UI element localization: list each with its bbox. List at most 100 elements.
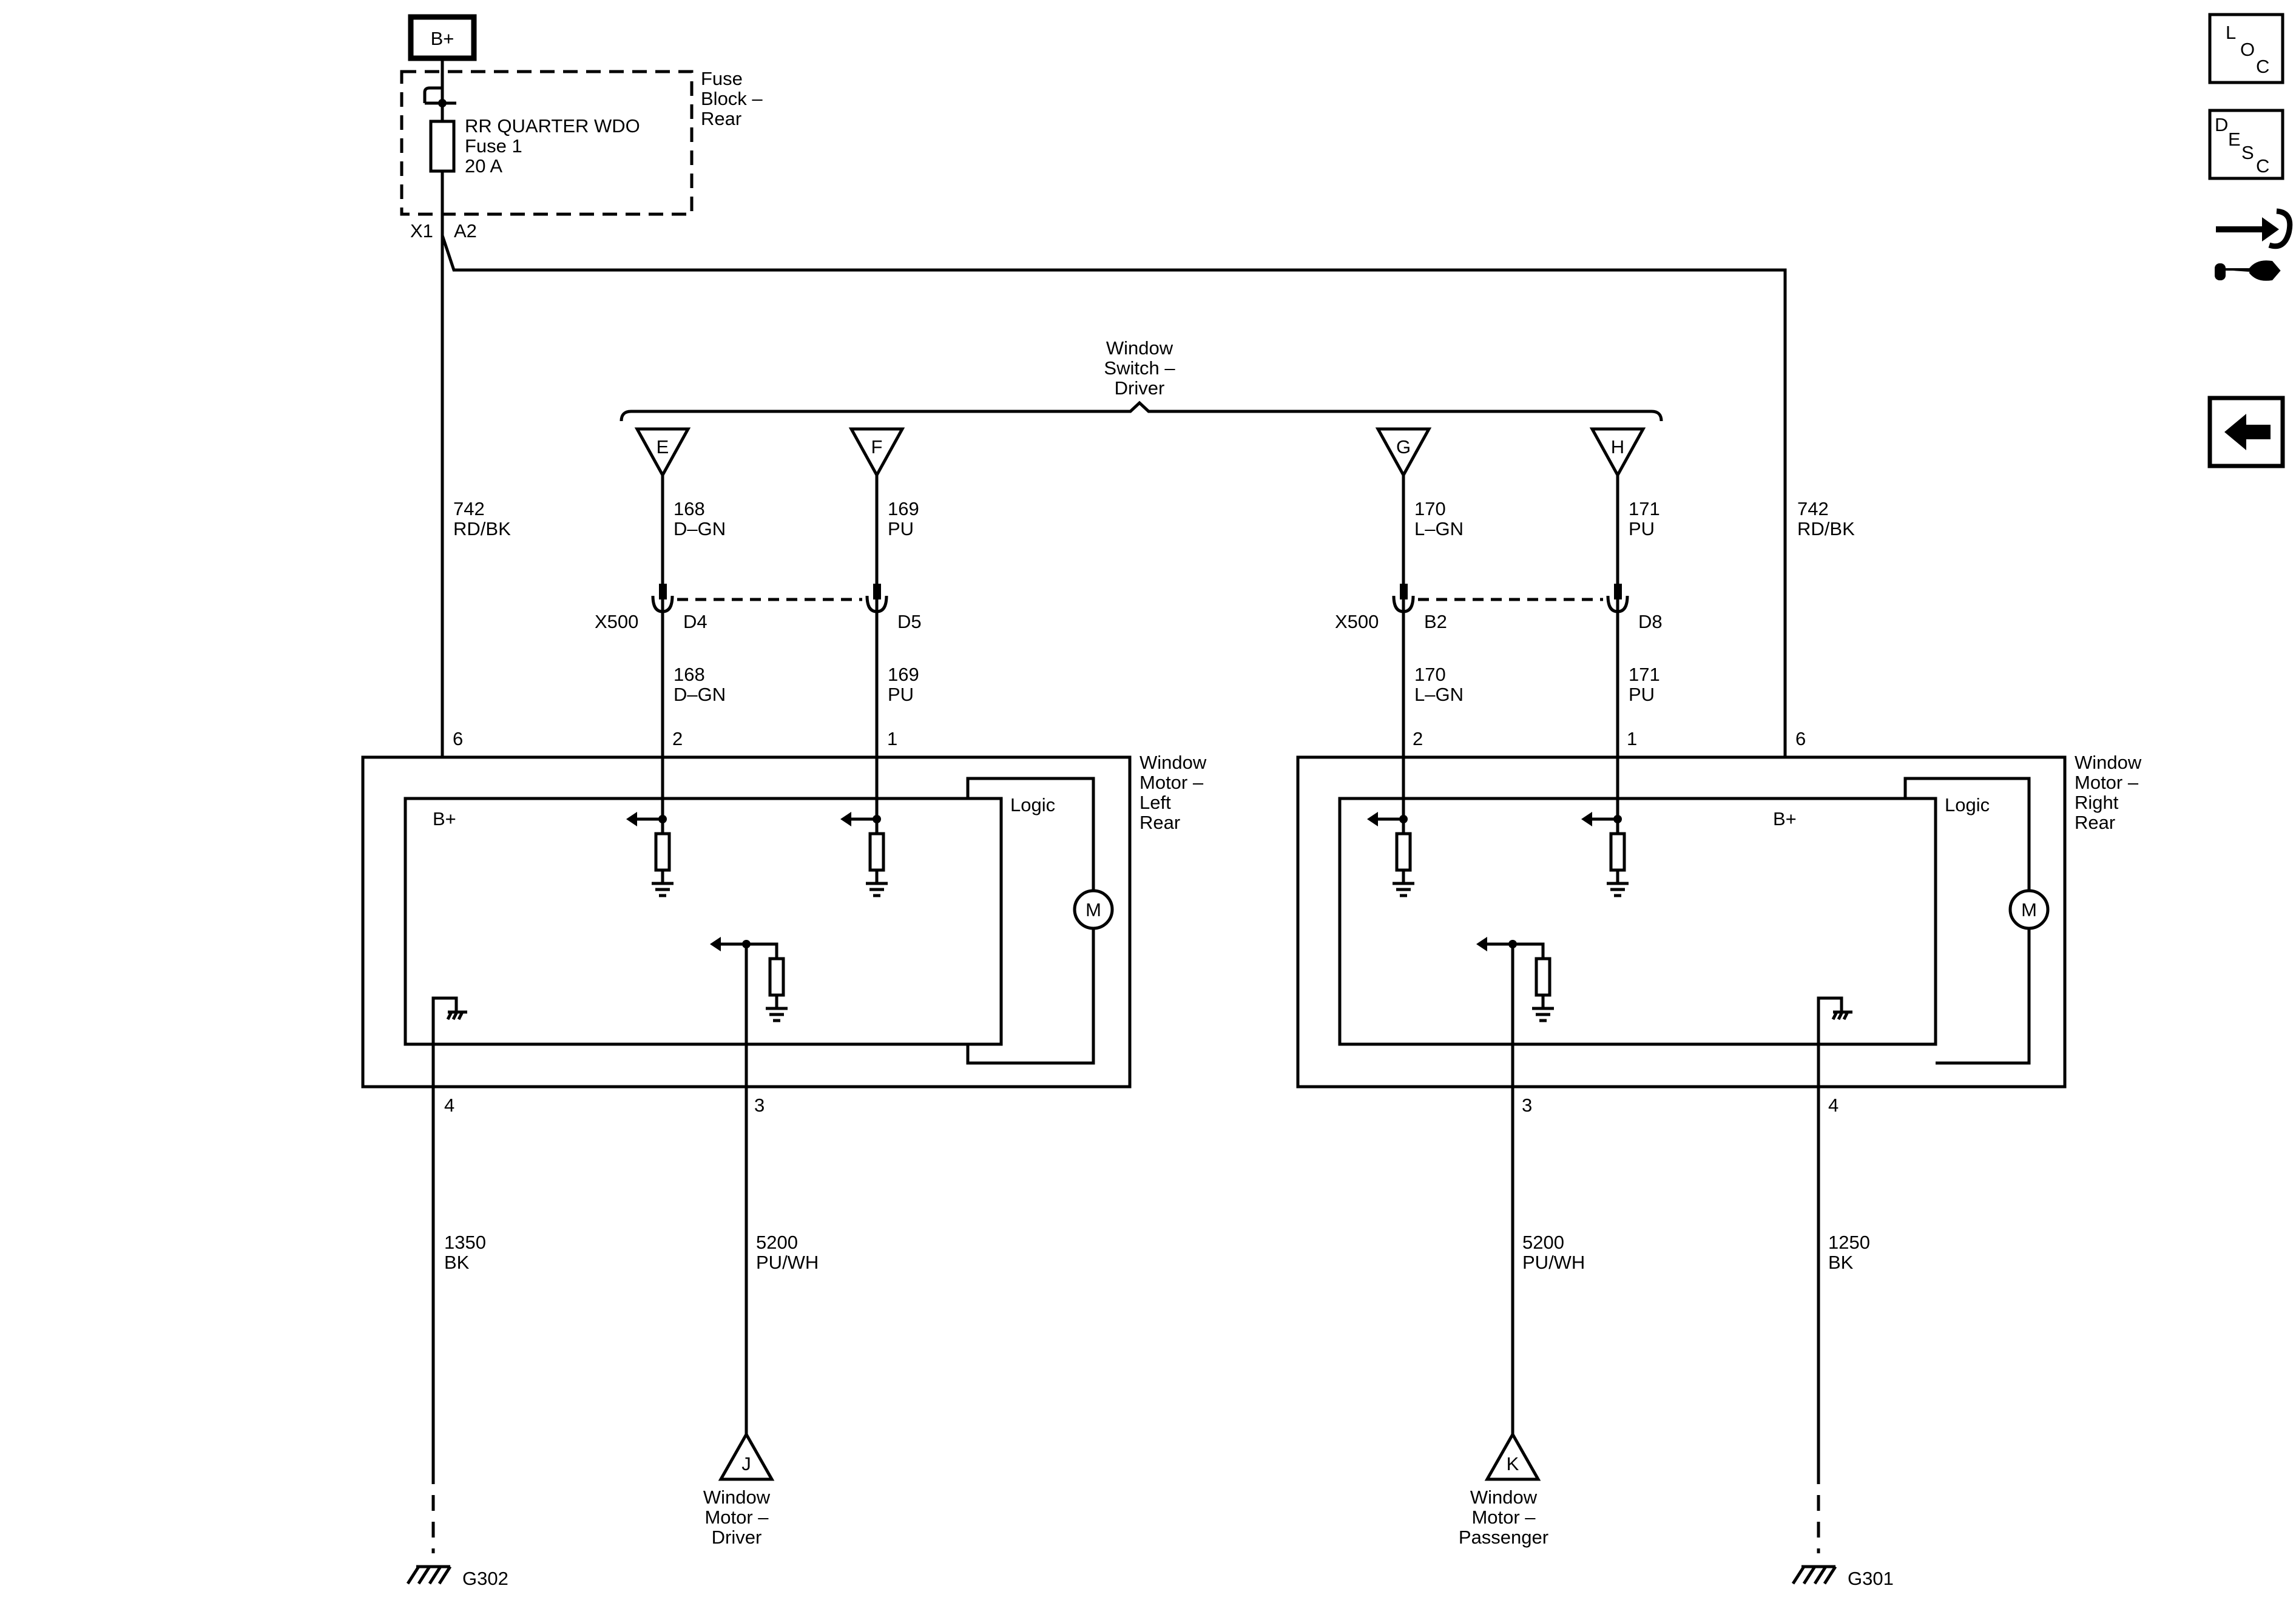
fuse-label-line2: Fuse 1	[465, 135, 522, 157]
wire-label-g-bot-color: L–GN	[1414, 684, 1464, 705]
motor-right-title-line1: Window	[2075, 752, 2142, 773]
ground-label-g302: G302	[462, 1568, 508, 1589]
motor-right-pin-2: 2	[1413, 728, 1423, 749]
fuse-block-title: Fuse Block – Rear	[701, 68, 763, 129]
connector-x500-right-pin-d8: D8	[1638, 611, 1663, 632]
switch-bracket	[620, 400, 1663, 422]
wire-label-lin-right: 5200 PU/WH	[1522, 1232, 1585, 1273]
wire-label-e-top-num: 168	[674, 498, 705, 519]
fuse-block-title-line3: Rear	[701, 108, 741, 129]
wire-label-h-top: 171 PU	[1629, 498, 1660, 539]
lin-connector-j: J	[718, 1431, 775, 1481]
switch-title-line2: Switch –	[1104, 357, 1175, 379]
connector-x500-right-name: X500	[1335, 611, 1379, 632]
fuse-block-title-line1: Fuse	[701, 68, 743, 89]
connector-x500-left-pin-d5: D5	[897, 611, 922, 632]
wire-label-f-top: 169 PU	[888, 498, 919, 539]
bplus-source-label: B+	[431, 28, 454, 49]
ground-label-g301: G301	[1848, 1568, 1894, 1589]
wire-label-f-top-num: 169	[888, 498, 919, 519]
motor-left-pin-2: 2	[672, 728, 683, 749]
switch-pin-f: F	[848, 427, 905, 479]
loc-button-c: C	[2256, 56, 2269, 77]
lin-connector-k-label: Window Motor – Passenger	[1459, 1487, 1548, 1548]
motor-left-logic-label: Logic	[1010, 794, 1055, 815]
motor-right-pin-6: 6	[1795, 728, 1806, 749]
fuse-block-title-line2: Block –	[701, 88, 763, 109]
loc-button-o: O	[2240, 39, 2255, 60]
lin-connector-k-letter: K	[1507, 1453, 1519, 1474]
switch-title: Window Switch – Driver	[1104, 337, 1175, 399]
motor-left-title: Window Motor – Left Rear	[1140, 752, 1207, 833]
switch-pin-h-letter: H	[1611, 436, 1624, 457]
motor-left-module: M Logic B+	[361, 755, 1132, 1468]
fuse-pin-a2: A2	[454, 220, 477, 241]
loc-button-l: L	[2226, 22, 2236, 43]
connector-x500-left	[651, 584, 888, 613]
back-arrow-icon[interactable]	[2207, 396, 2285, 468]
loc-button[interactable]: L O C	[2208, 13, 2284, 84]
wire-label-e-top: 168 D–GN	[674, 498, 726, 539]
wire-label-gnd-right-num: 1250	[1828, 1232, 1870, 1253]
motor-right-symbol-label: M	[2021, 899, 2037, 920]
wire-label-h-bot: 171 PU	[1629, 664, 1660, 705]
desc-button-d: D	[2215, 114, 2228, 135]
motor-left-title-line2: Motor –	[1140, 772, 1204, 793]
wire-label-h-bot-num: 171	[1629, 664, 1660, 685]
wire-label-gnd-left-color: BK	[444, 1252, 470, 1273]
lin-connector-j-label-line1: Window	[703, 1487, 771, 1508]
motor-left-pin-3: 3	[754, 1095, 765, 1116]
wire-label-f-top-color: PU	[888, 518, 914, 539]
motor-right-pin-4: 4	[1828, 1095, 1838, 1116]
fuse-label-line3: 20 A	[465, 155, 502, 177]
lin-connector-j-letter: J	[741, 1453, 751, 1474]
switch-pin-g-letter: G	[1396, 436, 1411, 457]
wire-label-feed-right: 742 RD/BK	[1797, 498, 1855, 539]
motor-left-symbol-label: M	[1086, 899, 1101, 920]
switch-title-line1: Window	[1106, 337, 1173, 359]
switch-title-line3: Driver	[1115, 377, 1165, 399]
motor-right-symbol	[2008, 889, 2050, 930]
wire-label-f-bot-num: 169	[888, 664, 919, 685]
fuse-label-line1: RR QUARTER WDO	[465, 115, 640, 137]
wire-label-feed-right-num: 742	[1797, 498, 1829, 519]
wire-label-feed-left-num: 742	[453, 498, 485, 519]
motor-right-title-line4: Rear	[2075, 812, 2115, 833]
connector-wrench-icon[interactable]	[2215, 208, 2293, 281]
motor-right-bplus-label: B+	[1773, 808, 1797, 829]
connector-x500-left-pin-d4: D4	[683, 611, 707, 632]
lin-connector-j-label-line2: Motor –	[704, 1507, 769, 1528]
wire-label-feed-left: 742 RD/BK	[453, 498, 511, 539]
wire-label-f-bot-color: PU	[888, 684, 914, 705]
wire-label-g-top: 170 L–GN	[1414, 498, 1464, 539]
wire-label-gnd-left: 1350 BK	[444, 1232, 486, 1273]
desc-button-s: S	[2241, 142, 2254, 163]
desc-button-c: C	[2256, 155, 2269, 177]
wire-label-lin-left: 5200 PU/WH	[756, 1232, 819, 1273]
motor-right-module: M Logic B+	[1296, 755, 2067, 1468]
switch-pin-h: H	[1589, 427, 1646, 479]
wire-label-feed-right-color: RD/BK	[1797, 518, 1855, 539]
motor-right-title: Window Motor – Right Rear	[2075, 752, 2142, 833]
motor-left-pin-6: 6	[453, 728, 463, 749]
fuse-pin-x1: X1	[410, 220, 433, 241]
switch-pin-e-letter: E	[657, 436, 669, 457]
wire-label-e-top-color: D–GN	[674, 518, 726, 539]
lin-connector-j-label: Window Motor – Driver	[703, 1487, 771, 1548]
switch-pin-e: E	[634, 427, 691, 479]
lin-connector-k: K	[1484, 1431, 1541, 1481]
motor-right-title-line3: Right	[2075, 792, 2119, 813]
wire-label-g-bot: 170 L–GN	[1414, 664, 1464, 705]
desc-button[interactable]: D E S C	[2208, 109, 2284, 180]
lin-connector-k-label-line2: Motor –	[1471, 1507, 1536, 1528]
motor-left-title-line3: Left	[1140, 792, 1171, 813]
lin-connector-j-label-line3: Driver	[712, 1527, 762, 1548]
wire-label-h-top-num: 171	[1629, 498, 1660, 519]
motor-right-title-line2: Motor –	[2075, 772, 2139, 793]
fuse-label: RR QUARTER WDO Fuse 1 20 A	[465, 115, 640, 177]
wire-label-g-bot-num: 170	[1414, 664, 1446, 685]
wire-label-e-bot-color: D–GN	[674, 684, 726, 705]
wire-label-lin-right-color: PU/WH	[1522, 1252, 1585, 1273]
wire-label-gnd-left-num: 1350	[444, 1232, 486, 1253]
wire-label-gnd-right-color: BK	[1828, 1252, 1854, 1273]
